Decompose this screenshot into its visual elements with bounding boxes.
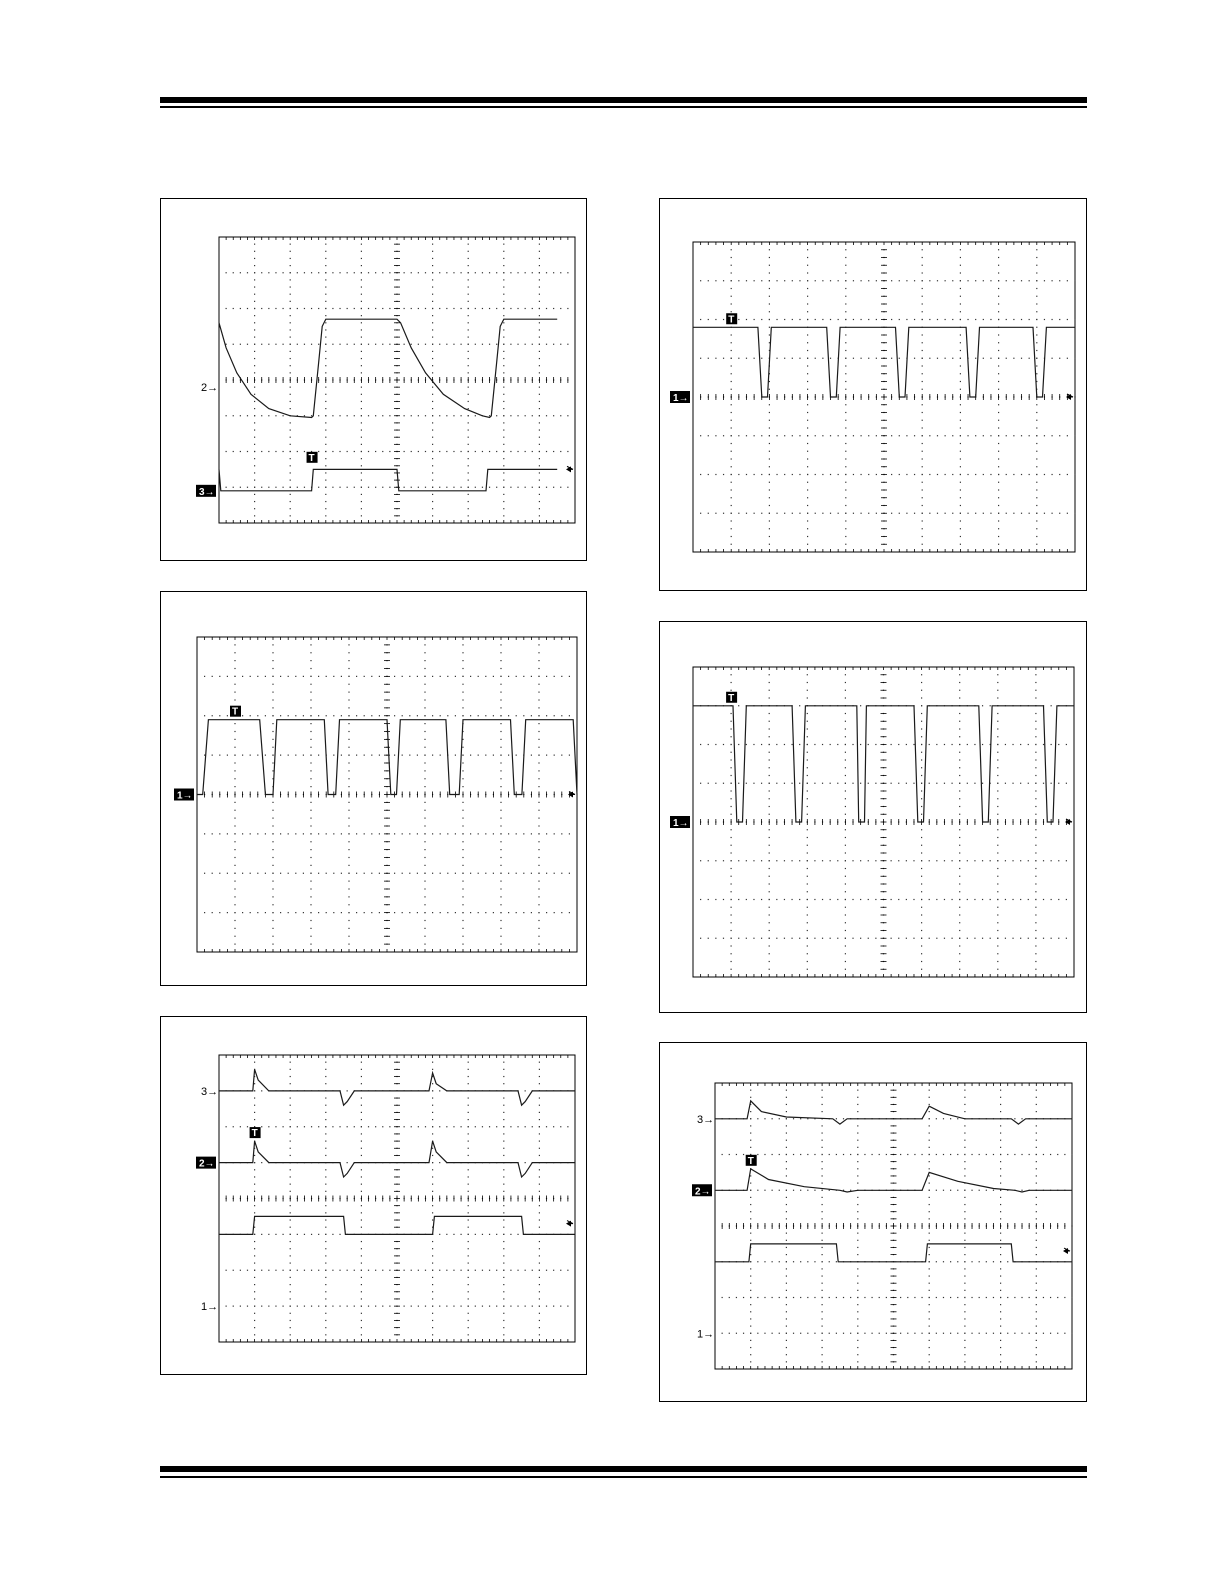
- scope-plot-a: 2→ 3→ T: [196, 236, 576, 524]
- trigger-label: T: [748, 1156, 754, 1167]
- channel-label: 3→: [199, 487, 215, 498]
- ground-level-arrow-head: [1063, 1248, 1068, 1255]
- trigger-box: [726, 313, 738, 325]
- channel-label: 1→: [697, 1328, 714, 1340]
- trigger-marker: T: [230, 705, 241, 718]
- trace-1: [693, 326, 1075, 398]
- channel-marker-box: [196, 1156, 216, 1169]
- grid-dots: [714, 1082, 1073, 1370]
- trigger-box: [249, 1127, 261, 1139]
- trigger-box: [306, 451, 318, 463]
- footer-rule-thick: [160, 1466, 1087, 1472]
- scope-plot-b: 1→ T: [174, 636, 578, 953]
- trigger-box: [726, 691, 738, 703]
- trace-1: [219, 1069, 575, 1107]
- trigger-marker: T: [745, 1154, 757, 1167]
- channel-marker-2: 2→: [201, 382, 218, 394]
- channel-label: 3→: [697, 1114, 714, 1126]
- scope-plot-f: 3→ 2→ 1→ T: [692, 1082, 1073, 1370]
- scope-panel-c: 3→ 2→ 1→ T: [160, 1016, 587, 1375]
- channel-marker-box: [670, 391, 690, 403]
- trigger-marker: T: [726, 691, 738, 704]
- header-rule-thin: [160, 106, 1087, 108]
- trigger-label: T: [309, 453, 315, 464]
- trace-3: [219, 1215, 575, 1235]
- trigger-marker: T: [726, 313, 738, 325]
- trigger-box: [230, 705, 241, 717]
- scope-panel-a: 2→ 3→ T: [160, 198, 587, 561]
- scope-panel-f: 3→ 2→ 1→ T: [659, 1042, 1087, 1402]
- trigger-label: T: [252, 1128, 258, 1139]
- channel-label: 3→: [201, 1086, 218, 1098]
- scope-plot-e: 1→ T: [670, 666, 1075, 978]
- channel-marker-1: 1→: [697, 1328, 714, 1340]
- channel-label: 1→: [673, 818, 689, 829]
- trace-1: [197, 719, 578, 796]
- channel-label: 2→: [199, 1159, 215, 1170]
- channel-label: 2→: [201, 382, 218, 394]
- channel-label: 2→: [695, 1186, 711, 1197]
- scope-panel-e: 1→ T: [659, 621, 1087, 1013]
- channel-marker-1: 1→: [201, 1301, 218, 1313]
- channel-marker-1: 1→: [670, 816, 690, 829]
- channel-marker-3: 3→: [201, 1086, 218, 1098]
- trigger-label: T: [232, 707, 238, 718]
- grid-dots: [692, 666, 1067, 978]
- trace-1: [715, 1099, 1072, 1125]
- trace-1: [218, 318, 558, 419]
- grid-dots: [692, 241, 1076, 553]
- channel-marker-box: [174, 788, 194, 801]
- grid-dots: [218, 1054, 569, 1342]
- channel-marker-box: [196, 484, 216, 497]
- scope-plot-c: 3→ 2→ 1→ T: [196, 1054, 576, 1343]
- trigger-marker: T: [249, 1127, 261, 1139]
- trace-2: [218, 468, 558, 492]
- scope-panel-b: 1→ T: [160, 591, 587, 986]
- trigger-box: [745, 1154, 757, 1166]
- channel-label: 1→: [201, 1301, 218, 1313]
- trace-2: [219, 1140, 575, 1179]
- channel-marker-3: 3→: [697, 1114, 714, 1126]
- channel-marker-box: [670, 816, 690, 828]
- ground-level-arrow-head: [568, 791, 573, 798]
- channel-label: 1→: [673, 393, 689, 404]
- ground-level-arrow-head: [566, 466, 571, 473]
- trace-1: [693, 705, 1074, 823]
- channel-marker-box: [692, 1184, 712, 1197]
- channel-marker-1: 1→: [174, 788, 194, 802]
- trigger-marker: T: [306, 451, 318, 464]
- channel-marker-2: 2→: [692, 1184, 712, 1197]
- channel-marker-3: 3→: [196, 484, 216, 498]
- trigger-label: T: [728, 693, 734, 704]
- channel-marker-2: 2→: [196, 1156, 216, 1170]
- trace-3: [715, 1243, 1072, 1263]
- header-rule-thick: [160, 97, 1087, 103]
- scope-panel-d: 1→ T: [659, 198, 1087, 591]
- ground-level-arrow-head: [1066, 394, 1071, 400]
- grid-dots: [218, 236, 569, 524]
- ground-level-arrow-head: [566, 1220, 571, 1227]
- scope-plot-d: 1→ T: [670, 241, 1076, 553]
- ground-level-arrow-head: [1065, 819, 1070, 825]
- footer-rule-thin: [160, 1476, 1087, 1478]
- channel-label: 1→: [177, 791, 193, 802]
- channel-marker-1: 1→: [670, 391, 690, 404]
- trace-2: [715, 1167, 1072, 1193]
- trigger-label: T: [728, 314, 734, 325]
